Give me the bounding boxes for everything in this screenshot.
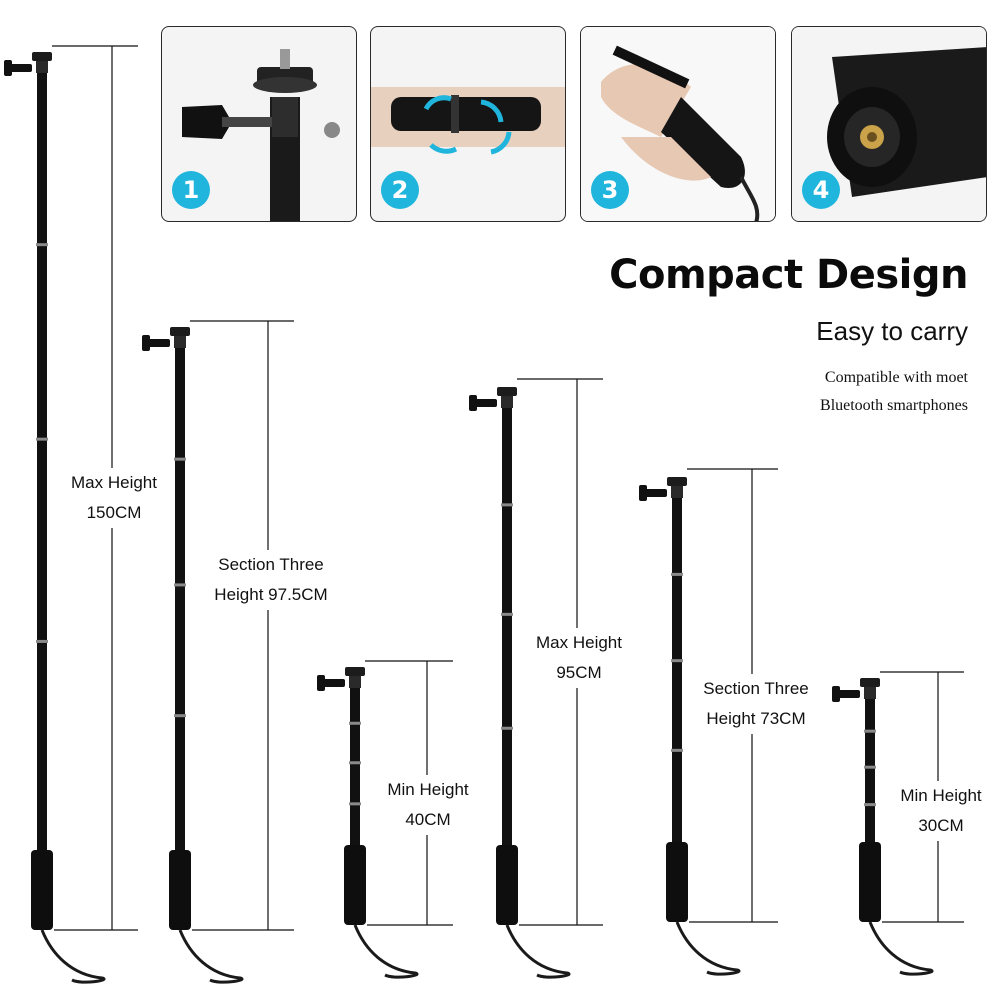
pole-1-label-line1: Max Height (71, 473, 157, 492)
pole-2-label-line2: Height 97.5CM (214, 585, 328, 604)
detail-panel-4: 4 (791, 26, 987, 222)
pole-4-label-line2: 95CM (556, 663, 602, 682)
pole-2-shaft (175, 347, 185, 850)
pole-6-grip (859, 842, 881, 922)
pole-3-mount-arm (319, 679, 345, 687)
pole-3-label-line2: 40CM (405, 810, 451, 829)
pole-2-mount-base (170, 327, 190, 336)
pole-5-joint-2 (671, 659, 683, 663)
pole-1-label-line2: 150CM (86, 503, 142, 522)
pole-3-joint-2 (349, 761, 361, 765)
pole-6-mount-body (864, 687, 876, 699)
pole-5-grip (666, 842, 688, 922)
pole-5-label-line2: Height 73CM (706, 709, 806, 728)
pole-2-grip (169, 850, 191, 930)
pole-6-label-line1: Min Height (900, 786, 982, 805)
pole-1-joint-2 (36, 437, 48, 441)
pole-3-strap (353, 924, 419, 979)
pole-1-mount-arm (6, 64, 32, 72)
twist-lock-icon (371, 87, 565, 155)
pole-1-joint-1 (36, 243, 48, 247)
pole-6-label-line2: 30CM (918, 816, 964, 835)
pole-6-mount-knob (832, 686, 840, 702)
pole-6-joint-1 (864, 729, 876, 733)
pole-2-joint-3 (174, 714, 186, 718)
pole-1-mount-base (32, 52, 52, 61)
headline-title: Compact Design (609, 252, 968, 298)
pole-3-shaft (350, 687, 360, 845)
pole-4-mount-body (501, 396, 513, 408)
pole-4-strap (505, 924, 571, 979)
step-badge-1: 1 (172, 171, 210, 209)
pole-5-mount-body (671, 486, 683, 498)
pole-4-joint-3 (501, 726, 513, 730)
pole-2-mount-body (174, 336, 186, 348)
pole-4-mount-knob (469, 395, 477, 411)
pole-5-shaft (672, 497, 682, 842)
pole-2-joint-1 (174, 457, 186, 461)
pole-5-joint-3 (671, 748, 683, 752)
pole-6-shaft (865, 698, 875, 842)
pole-1-mount-knob (4, 60, 12, 76)
pole-3-mount-base (345, 667, 365, 676)
pole-1-grip (31, 850, 53, 930)
step-badge-2: 2 (381, 171, 419, 209)
tripod-screw-icon (792, 27, 986, 221)
compatibility-note-line2: Bluetooth smartphones (820, 397, 968, 414)
pole-2-strap (178, 929, 244, 984)
pole-2-label: Section Three Height 97.5CM (198, 550, 344, 610)
detail-panel-2: 2 (370, 26, 566, 222)
pole-4-label-line1: Max Height (536, 633, 622, 652)
pole-5-mount-base (667, 477, 687, 486)
pole-5-label-line1: Section Three (703, 679, 809, 698)
pole-3-mount-body (349, 676, 361, 688)
pole-1-label: Max Height 150CM (58, 468, 170, 528)
pole-1-mount-body (36, 61, 48, 73)
pole-6-joint-2 (864, 765, 876, 769)
pole-2-label-line1: Section Three (218, 555, 324, 574)
pole-4-label: Max Height 95CM (522, 628, 636, 688)
pole-5-joint-1 (671, 572, 683, 576)
pole-4-shaft (502, 407, 512, 845)
mount-adapter-icon (182, 49, 340, 221)
compatibility-note-line1: Compatible with moet (824, 369, 968, 386)
pole-5-mount-knob (639, 485, 647, 501)
pole-6-strap (868, 921, 934, 976)
pole-1-joint-3 (36, 639, 48, 643)
pole-2-mount-arm (144, 339, 170, 347)
pole-3-grip (344, 845, 366, 925)
pole-6-joint-3 (864, 803, 876, 807)
pole-4-joint-1 (501, 503, 513, 507)
step-badge-4: 4 (802, 171, 840, 209)
pole-4-mount-arm (471, 399, 497, 407)
pole-6-mount-base (860, 678, 880, 687)
pole-4-mount-base (497, 387, 517, 396)
pole-3-label: Min Height 40CM (373, 775, 483, 835)
pole-1-strap (40, 929, 106, 984)
detail-panel-1: 1 (161, 26, 357, 222)
pole-1-shaft (37, 72, 47, 850)
pole-3-mount-knob (317, 675, 325, 691)
pole-2-joint-2 (174, 583, 186, 587)
pole-5-strap (675, 921, 741, 976)
pole-3-label-line1: Min Height (387, 780, 469, 799)
pole-4-grip (496, 845, 518, 925)
headline-subtitle: Easy to carry (816, 316, 968, 346)
pole-4-joint-2 (501, 612, 513, 616)
step-badge-3: 3 (591, 171, 629, 209)
pole-5-label: Section Three Height 73CM (692, 674, 820, 734)
pole-6-mount-arm (834, 690, 860, 698)
pole-6-label: Min Height 30CM (885, 781, 997, 841)
pole-3-joint-1 (349, 721, 361, 725)
detail-panel-3: 3 (580, 26, 776, 222)
pole-2-mount-knob (142, 335, 150, 351)
pole-5-mount-arm (641, 489, 667, 497)
pole-3-joint-3 (349, 802, 361, 806)
